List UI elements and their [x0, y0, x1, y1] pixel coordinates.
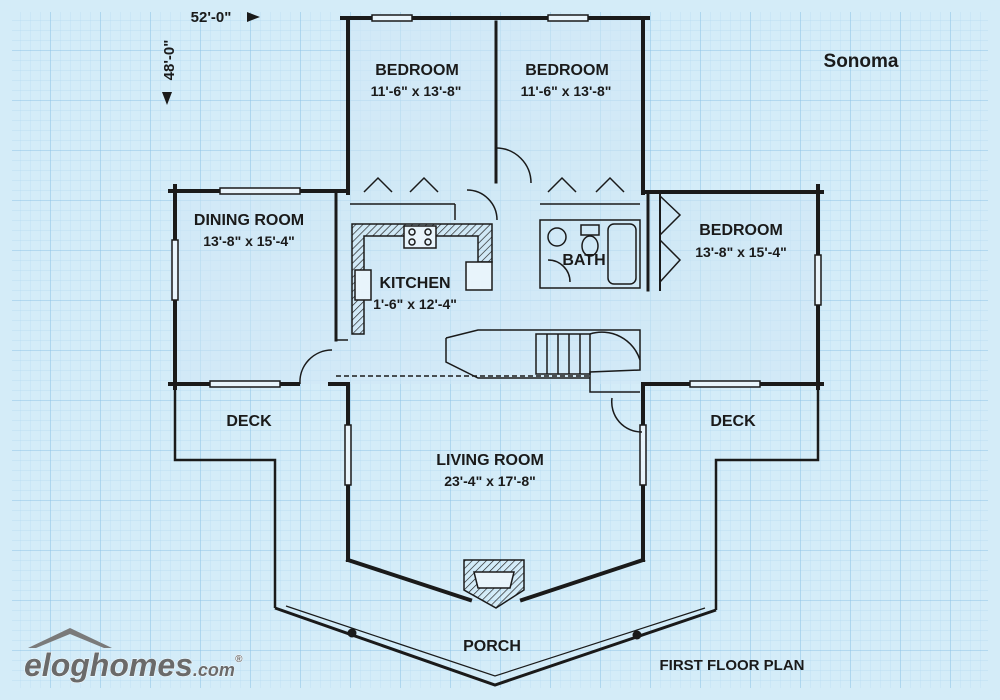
bath-fixtures	[539, 219, 641, 289]
logo-text: eloghomes.com®	[24, 647, 243, 683]
kitchen-name: KITCHEN	[379, 275, 450, 292]
overall-depth: 48'-0"	[161, 40, 178, 81]
exterior-walls	[168, 16, 824, 603]
kitchen-counters	[336, 223, 493, 341]
bedroom-3-name: BEDROOM	[699, 222, 783, 239]
dimension-arrows	[162, 12, 260, 105]
dining-room-name: DINING ROOM	[194, 212, 304, 229]
bedroom-3-size: 13'-8" x 15'-4"	[695, 244, 787, 260]
window-marks	[171, 14, 822, 486]
logo-roof-icon	[28, 628, 112, 648]
plan-label: FIRST FLOOR PLAN	[660, 657, 805, 674]
living-room-size: 23'-4" x 17'-8"	[444, 473, 536, 489]
deck-outline	[173, 388, 820, 610]
closet-doors	[350, 147, 682, 283]
bath-name: BATH	[562, 252, 605, 269]
deck-left-name: DECK	[226, 413, 272, 430]
kitchen-size: 1'-6" x 12'-4"	[373, 296, 457, 312]
porch-outline	[274, 605, 717, 687]
overall-width: 52'-0"	[191, 9, 232, 26]
dining-room-size: 13'-8" x 15'-4"	[203, 233, 295, 249]
plan-title: Sonoma	[824, 51, 899, 72]
deck-right-name: DECK	[710, 413, 756, 430]
bedroom-1-name: BEDROOM	[375, 62, 459, 79]
fireplace	[463, 559, 525, 609]
staircase	[299, 329, 643, 433]
bedroom-2-size: 11'-6" x 13'-8"	[521, 83, 612, 99]
porch-name: PORCH	[463, 638, 521, 655]
bedroom-1-size: 11'-6" x 13'-8"	[371, 83, 462, 99]
living-room-name: LIVING ROOM	[436, 452, 544, 469]
bedroom-2-name: BEDROOM	[525, 62, 609, 79]
eloghomes-logo: eloghomes.com®	[24, 628, 243, 683]
